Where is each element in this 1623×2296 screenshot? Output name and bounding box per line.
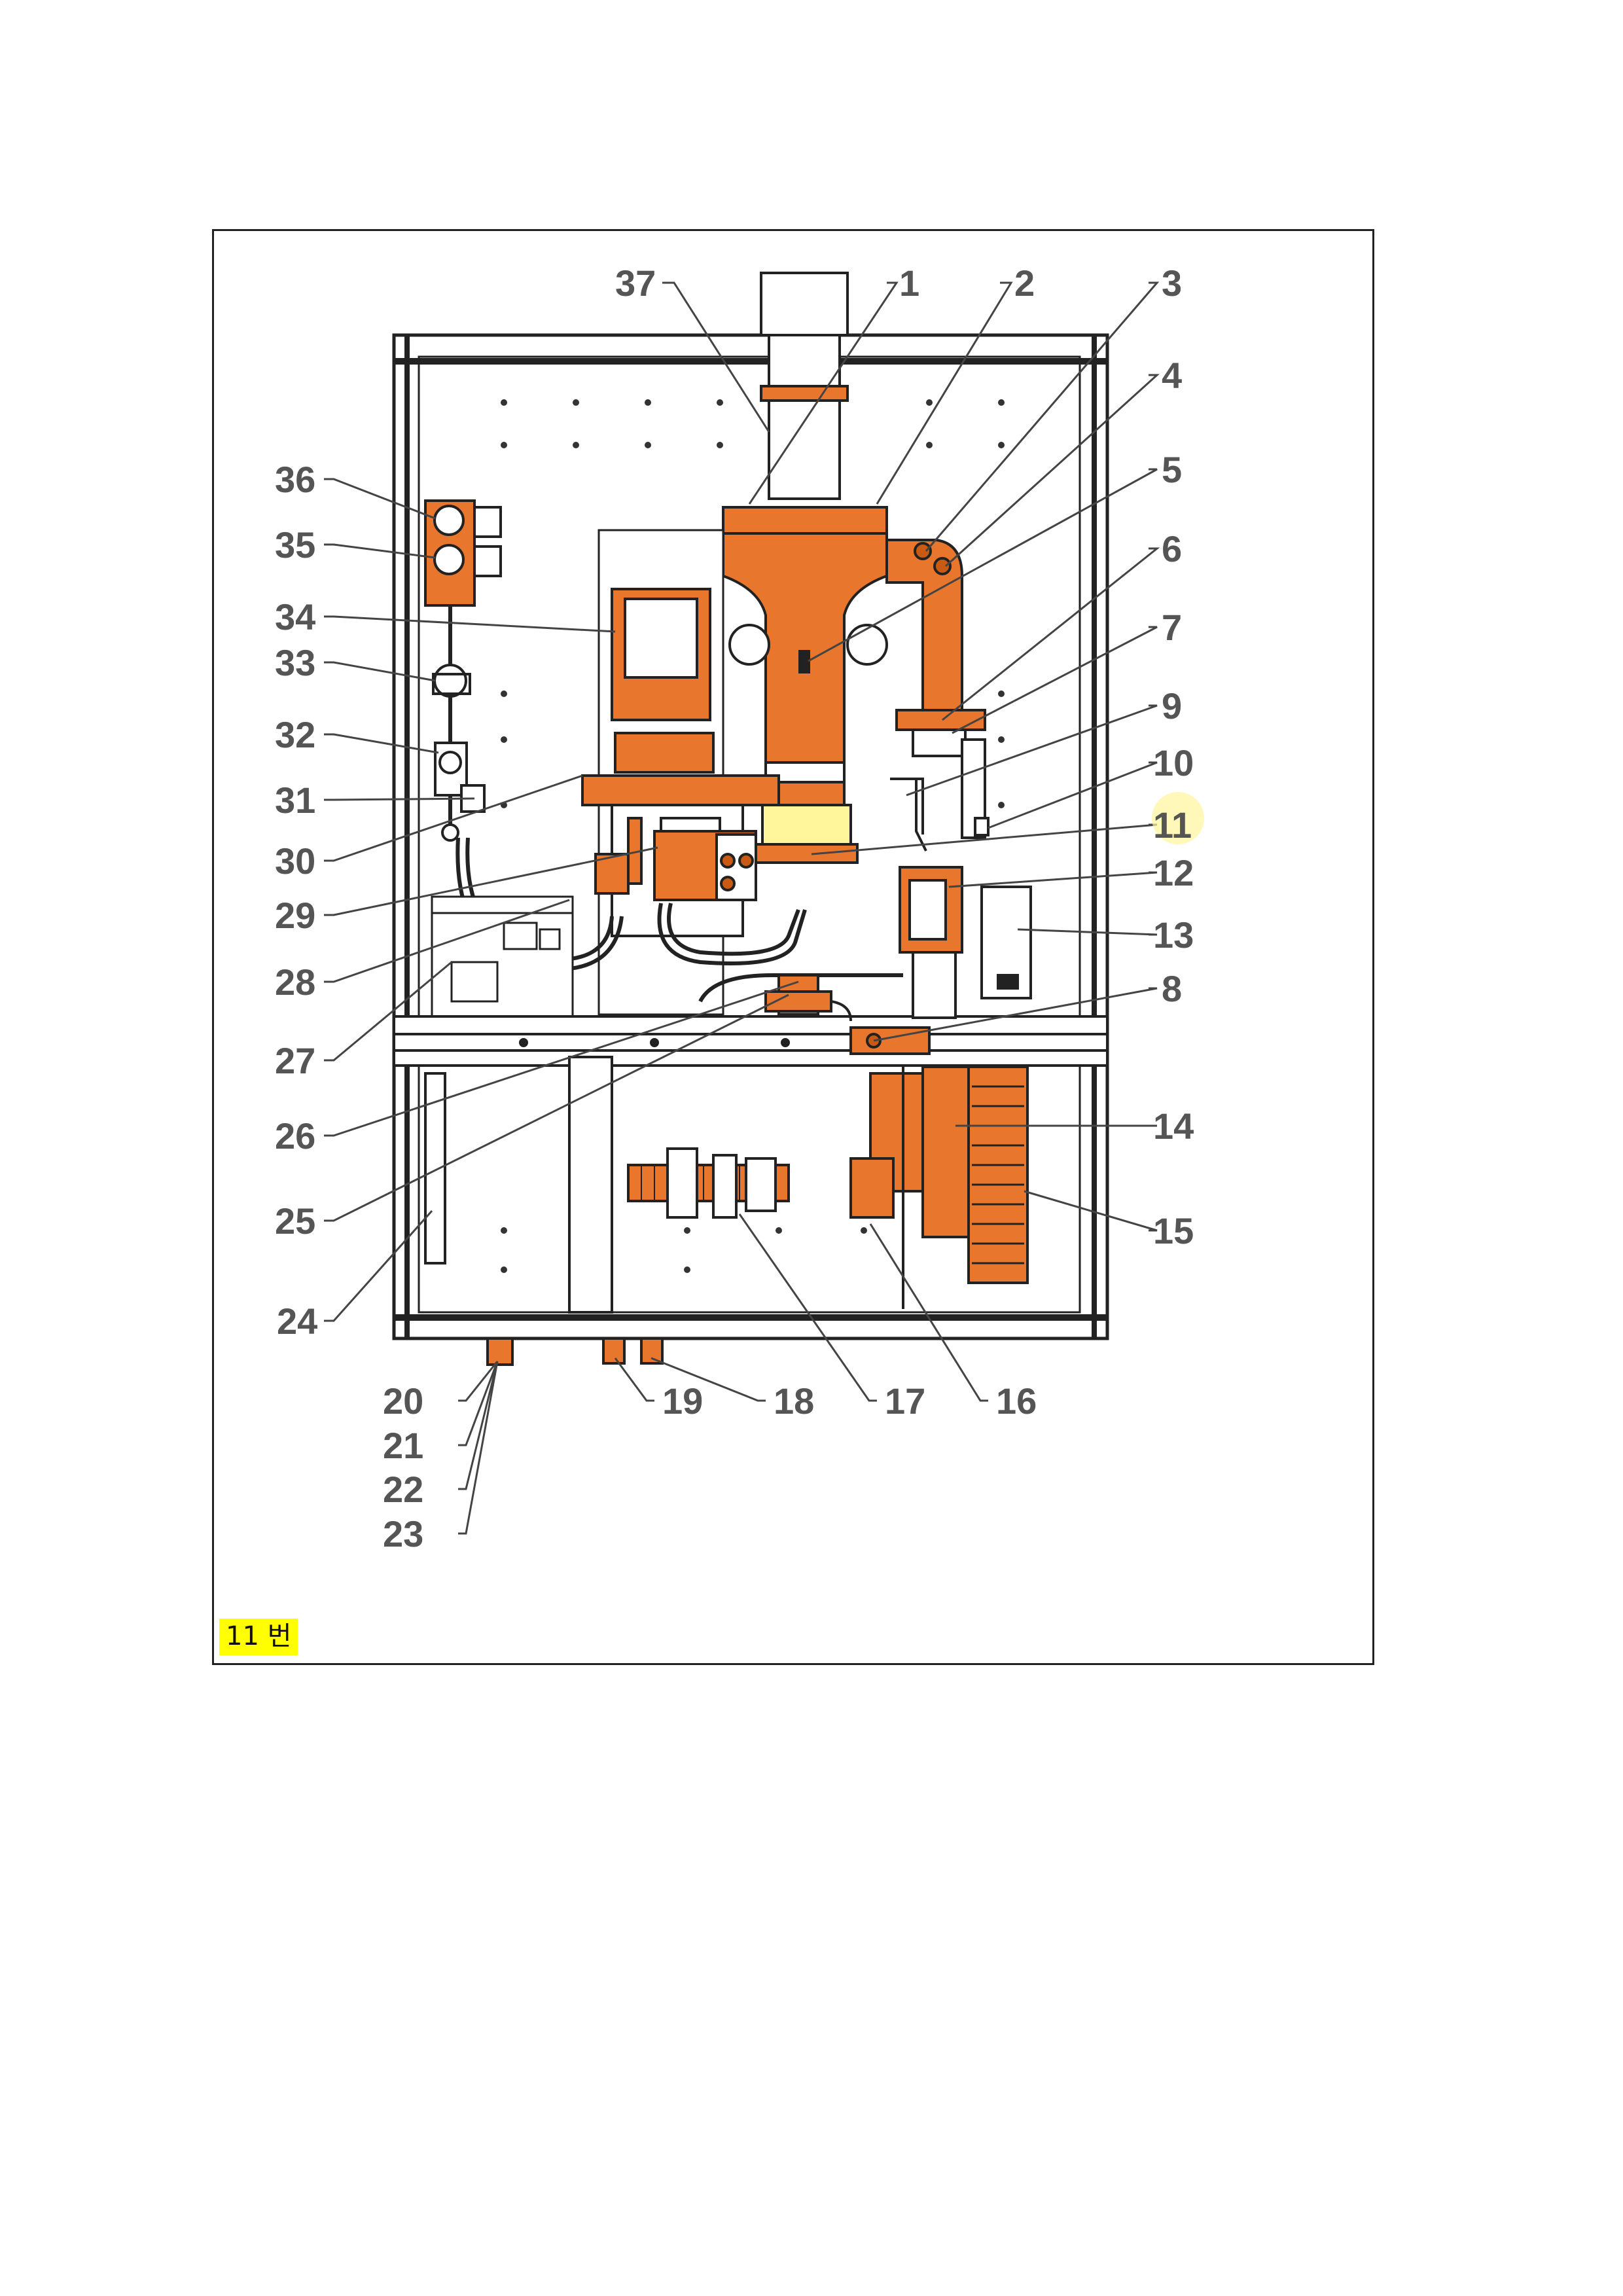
callout-24: 24: [277, 1300, 317, 1342]
callout-26: 26: [275, 1115, 315, 1157]
callout-7: 7: [1162, 607, 1182, 648]
callout-31: 31: [275, 780, 315, 821]
exhaust-stack: [760, 272, 849, 500]
callout-3: 3: [1162, 262, 1182, 304]
callout-25: 25: [275, 1200, 315, 1242]
panel-mounting-dots: [501, 399, 1005, 1273]
callout-6: 6: [1162, 528, 1182, 569]
callout-19: 19: [662, 1380, 703, 1422]
callout-21: 21: [383, 1425, 423, 1466]
diagram-frame: [212, 229, 1374, 1665]
cross-rail: [393, 1015, 1109, 1067]
callout-34: 34: [275, 596, 315, 637]
callout-37: 37: [615, 262, 656, 304]
callout-22: 22: [383, 1469, 423, 1510]
main-vessel: [722, 506, 888, 864]
control-board: [431, 895, 574, 1019]
callout-15: 15: [1153, 1210, 1194, 1251]
callout-20: 20: [383, 1380, 423, 1422]
callout-33: 33: [275, 642, 315, 683]
callout-30: 30: [275, 840, 315, 882]
callout-35: 35: [275, 524, 315, 565]
callout-32: 32: [275, 714, 315, 755]
leader-lines: [324, 281, 1160, 1535]
callout-27: 27: [275, 1040, 315, 1081]
callout-10: 10: [1153, 742, 1194, 783]
bottom-fittings: [486, 1337, 664, 1366]
cabinet-frame: [392, 333, 1109, 1340]
callout-13: 13: [1153, 914, 1194, 956]
callout-17: 17: [885, 1380, 925, 1422]
callout-2: 2: [1014, 262, 1035, 304]
callout-1: 1: [899, 262, 919, 304]
callout-5: 5: [1162, 449, 1182, 490]
callout-4: 4: [1162, 355, 1182, 396]
callout-36: 36: [275, 459, 315, 500]
callout-18: 18: [774, 1380, 814, 1422]
callout-12: 12: [1153, 852, 1194, 893]
terminal-block: [568, 1056, 790, 1314]
callout-9: 9: [1162, 685, 1182, 726]
right-components: [849, 866, 1032, 1309]
callout-8: 8: [1162, 968, 1182, 1009]
callout-numbers: 1 2 3 4 5 6 7 8 9 10 11 12 13 14 15 16 1…: [275, 262, 1194, 1554]
callout-11: 11: [1153, 804, 1192, 846]
callout-14: 14: [1153, 1105, 1194, 1147]
callout-29: 29: [275, 895, 315, 936]
callout-23: 23: [383, 1513, 423, 1554]
highlight-note: 11 번: [219, 1619, 298, 1655]
left-control-column: [424, 499, 502, 842]
highlight-glow: [1152, 792, 1204, 844]
right-column-pipe: [890, 738, 990, 852]
callout-16: 16: [996, 1380, 1037, 1422]
circulation-pump: [764, 974, 852, 1022]
center-chamber: [581, 529, 780, 1016]
callout-28: 28: [275, 961, 315, 1003]
gas-valve-block: [594, 830, 757, 901]
